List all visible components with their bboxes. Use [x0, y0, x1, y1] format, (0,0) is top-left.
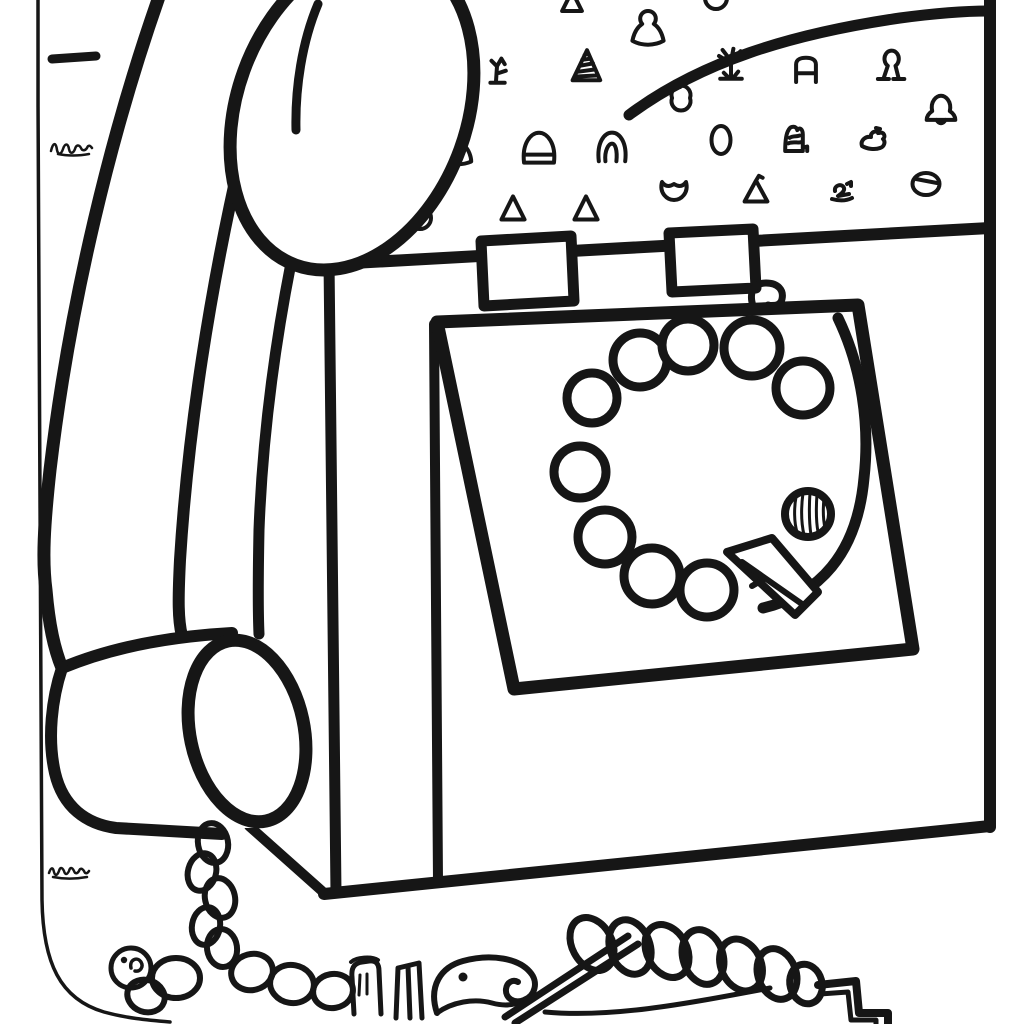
cord-bottle-doodle [349, 955, 384, 1017]
snail-belly [434, 997, 527, 1016]
wall-pattern [407, 0, 958, 231]
mouthpiece-side [45, 662, 228, 840]
left-rule-line [36, 0, 172, 1024]
cord-under-strand [542, 985, 773, 1016]
cord-snail-doodle [431, 954, 538, 1016]
body-top-edge [292, 222, 996, 272]
dial-panel [430, 298, 920, 696]
body-bottom-edge [318, 820, 996, 900]
cord-pile-loop-3 [228, 950, 276, 994]
cord-pile-loop-1 [149, 955, 203, 1001]
wall-doodle-gate [794, 55, 818, 85]
wall-doodle-peak-triangle [742, 173, 770, 204]
dial-finger-hole-6 [549, 441, 611, 503]
dial-finger-hole-7 [573, 505, 637, 569]
wall-doodle-oval-line [910, 171, 942, 197]
dial-finger-hole-3 [719, 315, 785, 381]
mouthpiece-cap [181, 633, 313, 829]
dial-finger-hole-2 [657, 314, 719, 376]
dial-finger-hole-9 [675, 558, 739, 622]
bottle-cap [349, 955, 380, 964]
wall-doodle-snowman [630, 8, 666, 47]
cradle [475, 223, 786, 312]
cord-bead-5 [203, 926, 241, 970]
cord-diagonal-strand [501, 932, 642, 1024]
wall-doodle-arch [596, 130, 628, 164]
handle-outer-line [37, 0, 165, 675]
body-panel-divider [429, 319, 443, 887]
finger-stop-crease [739, 559, 805, 607]
snail-eye [458, 972, 468, 982]
cord-pile-loop-5 [310, 970, 356, 1012]
earpiece [223, 0, 481, 277]
rotary-dial [549, 314, 835, 622]
dial-finger-hole-8 [619, 543, 685, 609]
dial-finger-hole-4 [771, 356, 835, 420]
snail-body [431, 954, 538, 1016]
curl-shell [108, 945, 154, 991]
wall-doodle-sprout [488, 56, 508, 85]
wall-wire-inner [817, 989, 879, 1024]
body-left-edge [323, 255, 342, 899]
wall-doodle-bell [924, 93, 958, 126]
wall-doodle-triangle [560, 0, 584, 13]
phone-body [244, 222, 996, 900]
margin-dash [47, 51, 101, 64]
scribble-bottom-left [47, 866, 91, 880]
wall-doodle-cup [659, 180, 689, 202]
wall-doodle-triangle [572, 194, 600, 222]
dial-hatched-hole-ring [781, 487, 835, 541]
cord-pile-loop-4 [267, 961, 317, 1007]
wall-doodle-oval [709, 124, 733, 156]
mouthpiece-top [56, 627, 238, 674]
body-corner-fold [244, 821, 327, 896]
wall-doodle-two-doodle [830, 180, 854, 203]
curl-eye [120, 956, 128, 964]
handset [37, 0, 481, 840]
wall-doodle-dome [521, 130, 557, 165]
dial-hatch-lines [793, 490, 827, 537]
cord-book-doodle [393, 960, 425, 1021]
coiled-cord [108, 820, 892, 1024]
wall-doodle-r-glyph [875, 48, 907, 82]
cord-chain-loop-2 [605, 916, 655, 978]
cord-curl-doodle [108, 945, 154, 991]
handle-inner-left-line [172, 149, 247, 642]
cradle-button-left [475, 230, 580, 312]
cradle-button-right [663, 223, 762, 298]
page-border [36, 0, 172, 1024]
scribble-top-left [49, 142, 94, 157]
bottle-marks [357, 972, 369, 997]
wall-doodle-circle [703, 0, 729, 11]
wall-doodle-robed [783, 124, 810, 154]
cord-chain-loop-7 [786, 960, 826, 1008]
wall-arch-line [623, 5, 994, 121]
dial-finger-hole-5 [562, 368, 622, 428]
wall-doodle-duck [859, 126, 887, 152]
wall-wire [814, 977, 892, 1024]
wall-doodle-triangle [499, 194, 527, 222]
dial-hatched-hole [781, 487, 835, 541]
curl-spiral [128, 957, 144, 973]
cord-bead-3 [201, 875, 239, 921]
earpiece-inner-arc [291, 0, 323, 135]
wall-doodle-hatched-triangle [570, 48, 603, 83]
bottle-outline [349, 958, 384, 1017]
handle-inner-right-line [252, 257, 297, 640]
